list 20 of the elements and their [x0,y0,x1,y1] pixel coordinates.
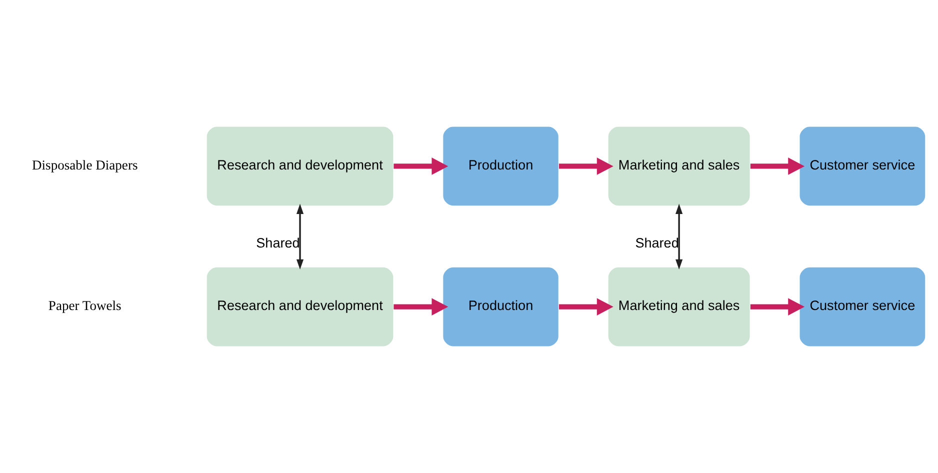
node-box: Marketing and sales [607,266,751,348]
arrow [558,158,614,175]
node-box: Research and development [206,266,394,348]
arrow [394,298,448,316]
label: Disposable Diapers [32,157,138,172]
node-box: Marketing and sales [607,126,751,206]
arrow [676,204,683,270]
arrow [750,298,805,316]
arrow [394,158,448,175]
edge-label: Shared [635,235,679,250]
node-box: Customer service [798,266,926,348]
node-box: Production [442,266,560,348]
arrow [296,204,304,270]
node-box: Research and development [206,126,394,206]
label: Paper Towels [48,298,122,314]
arrow [750,158,805,175]
arrow [558,298,614,316]
node-box: Customer service [798,126,926,206]
node-box: Production [442,126,560,206]
edge-label: Shared [256,235,300,250]
